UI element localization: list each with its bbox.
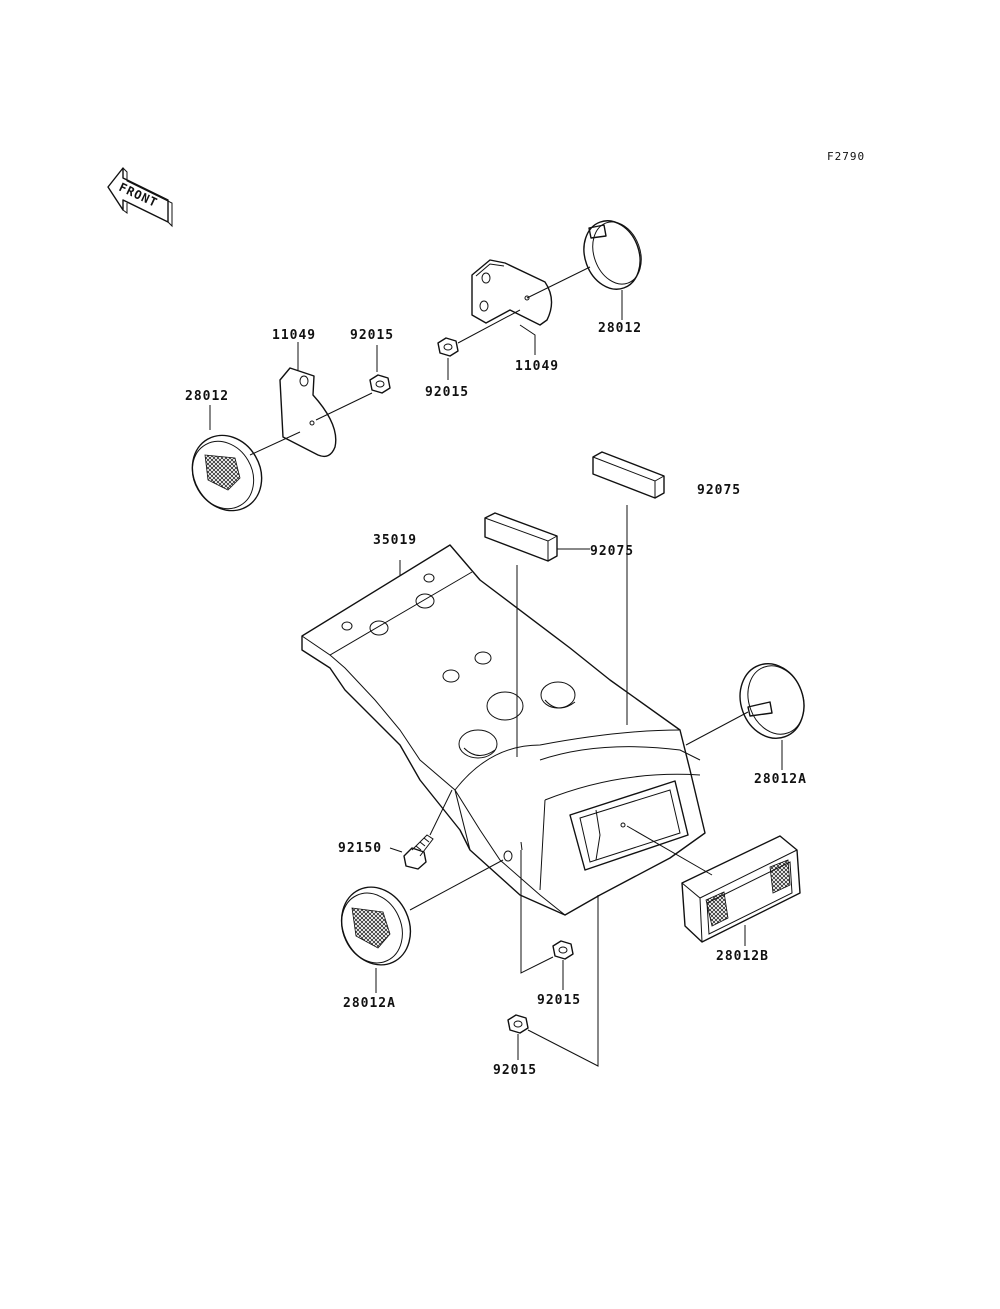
pad-left bbox=[484, 512, 558, 562]
callout-92015-lower-right: 92015 bbox=[537, 993, 581, 1008]
callout-11049-upper-left: 11049 bbox=[272, 328, 316, 343]
figure-code: F2790 bbox=[827, 150, 865, 163]
reflector-rear bbox=[681, 835, 801, 943]
nut-upper-right bbox=[437, 337, 459, 357]
callout-35019: 35019 bbox=[373, 533, 417, 548]
bracket-upper-left bbox=[279, 367, 337, 458]
callout-92150: 92150 bbox=[338, 841, 382, 856]
bolt bbox=[403, 834, 434, 870]
callout-92015-upper-left: 92015 bbox=[350, 328, 394, 343]
callout-92075-right: 92075 bbox=[697, 483, 741, 498]
callout-28012-upper-right: 28012 bbox=[598, 321, 642, 336]
reflector-side-right bbox=[739, 663, 805, 739]
callout-92015-lower-left: 92015 bbox=[493, 1063, 537, 1078]
bracket-upper-right bbox=[471, 259, 553, 326]
reflector-side-left bbox=[340, 886, 412, 966]
front-arrow-icon: FRONT bbox=[107, 167, 173, 228]
nut-upper-left bbox=[369, 374, 391, 394]
callout-28012b: 28012B bbox=[716, 949, 769, 964]
reflector-upper-left bbox=[191, 434, 263, 512]
fender bbox=[301, 544, 706, 916]
nut-lower-left bbox=[507, 1014, 529, 1034]
reflector-upper-right bbox=[583, 220, 642, 290]
nut-lower-right bbox=[552, 940, 574, 960]
callout-11049-upper-right: 11049 bbox=[515, 359, 559, 374]
callout-92015-upper-right: 92015 bbox=[425, 385, 469, 400]
callout-28012a-right: 28012A bbox=[754, 772, 807, 787]
callout-28012-upper-left: 28012 bbox=[185, 389, 229, 404]
pad-right bbox=[592, 451, 665, 499]
callout-28012a-left: 28012A bbox=[343, 996, 396, 1011]
callout-92075-left: 92075 bbox=[590, 544, 634, 559]
